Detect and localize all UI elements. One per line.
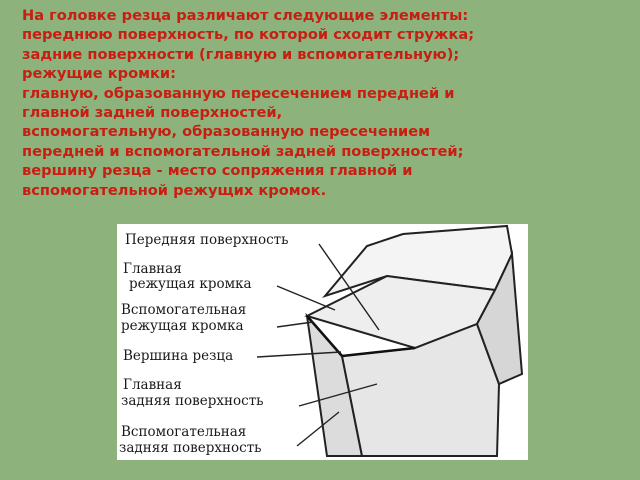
label-tip: Вершина резца — [123, 348, 234, 364]
text-line: задние поверхности (главную и вспомогате… — [22, 45, 460, 63]
text-line: переднюю поверхность, по которой сходит … — [22, 26, 475, 44]
text-line: вспомогательной режущих кромок. — [22, 181, 327, 199]
label-front-surface: Передняя поверхность — [125, 232, 289, 248]
label-aux-edge-1: Вспомогательная — [121, 302, 247, 318]
text-line: передней и вспомогательной задней поверх… — [22, 142, 464, 160]
label-aux-flank-2: задняя поверхность — [119, 440, 262, 456]
leader-main-flank — [298, 383, 378, 407]
leader-aux-edge — [276, 321, 314, 328]
label-main-flank-1: Главная — [123, 377, 182, 393]
leader-main-edge — [276, 285, 336, 311]
label-aux-flank-1: Вспомогательная — [121, 424, 247, 440]
main-edge-line — [341, 346, 416, 358]
description-text: На головке резца различают следующие эле… — [22, 6, 622, 200]
leader-aux-flank — [296, 411, 340, 447]
label-main-edge-2: режущая кромка — [129, 276, 252, 292]
text-line: главной задней поверхностей, — [22, 104, 283, 122]
text-line: вершину резца - место сопряжения главной… — [22, 162, 413, 180]
label-main-flank-2: задняя поверхность — [121, 393, 264, 409]
text-line: режущие кромки: — [22, 65, 176, 83]
label-aux-edge-2: режущая кромка — [121, 318, 244, 334]
text-line: На головке резца различают следующие эле… — [22, 7, 469, 24]
leader-front-surface — [318, 243, 380, 331]
cutter-head-figure: Передняя поверхность Главная режущая кро… — [117, 224, 528, 460]
shank-side-face — [475, 250, 524, 386]
cutter-head-drawing — [256, 224, 524, 457]
label-main-edge-1: Главная — [123, 261, 182, 277]
leader-tip — [256, 351, 342, 358]
text-line: вспомогательную, образованную пересечени… — [22, 123, 431, 141]
text-line: главную, образованную пересечением перед… — [22, 84, 455, 102]
